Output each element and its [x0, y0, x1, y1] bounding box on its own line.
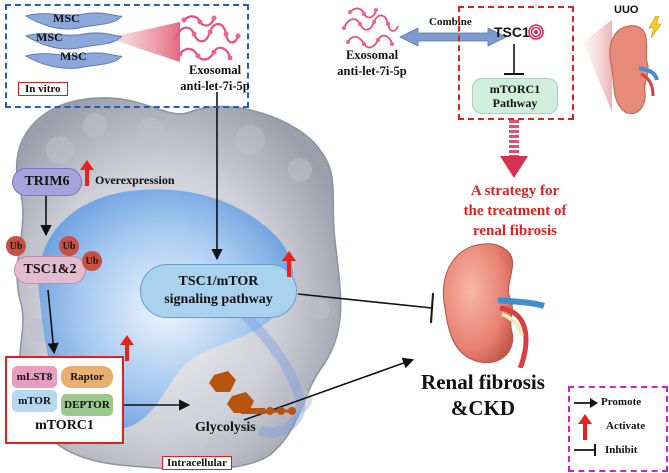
mtorc1-activate-arrow — [120, 335, 134, 361]
complex-mlst8: mLST8 — [12, 366, 57, 388]
kidney-icon — [442, 243, 545, 368]
tsc1-box — [458, 6, 574, 120]
complex-mtor: mTOR — [12, 390, 57, 412]
trim6-pill: TRIM6 — [12, 168, 82, 196]
uuo-label: UUO — [614, 4, 639, 16]
tsc12-pill: TSC1&2 — [14, 256, 86, 284]
msc-cells — [24, 12, 123, 69]
exosome-icon-right — [342, 7, 399, 49]
pathway-activate-arrow — [282, 251, 296, 277]
overexpression-label: Overexpression — [95, 173, 175, 187]
legend-promote: Promote — [601, 396, 642, 408]
invitro-exosome-label: Exosomal anti-let-7i-5p — [180, 63, 250, 93]
mtorc1-pathway-pill: mTORC1 Pathway — [472, 78, 558, 114]
tsc1-label: TSC1 — [494, 24, 530, 40]
msc-label-2: MSC — [36, 30, 63, 44]
strategy-text: A strategy for the treatment of renal fi… — [463, 183, 567, 239]
top-exosome-label: Exosomal anti-let-7i-5p — [337, 48, 407, 78]
strategy-arrow — [500, 120, 528, 178]
lightning-icon — [648, 16, 662, 38]
ub-badge-2: Ub — [59, 236, 79, 256]
legend-inhibit: Inhibit — [605, 444, 638, 456]
tsc1-mtor-pathway-pill: TSC1/mTOR signaling pathway — [140, 264, 297, 318]
legend-activate: Activate — [606, 420, 646, 432]
target-icon — [528, 24, 544, 40]
in-vitro-box — [5, 4, 249, 108]
intracellular-tag: Intracellular — [162, 456, 232, 470]
msc-label-3: MSC — [60, 49, 87, 63]
combine-label: Combine — [429, 16, 472, 28]
ub-badge-1: Ub — [6, 236, 26, 256]
glycolysis-label: Glycolysis — [195, 420, 256, 435]
activate-arrow-icon — [578, 414, 592, 440]
complex-raptor: Raptor — [61, 366, 113, 388]
uuo-kidney-icon — [609, 25, 659, 114]
in-vitro-tag: In vitro — [18, 82, 68, 96]
inhibit-icon — [574, 444, 596, 456]
outcome-label: Renal fibrosis &CKD — [421, 370, 545, 420]
mtorc1-title: mTORC1 — [35, 418, 94, 433]
ub-badge-3: Ub — [82, 251, 102, 271]
msc-label-1: MSC — [53, 11, 80, 25]
trim6-activate-arrow — [80, 160, 94, 186]
legend-box — [568, 386, 668, 472]
complex-deptor: DEPTOR — [61, 394, 113, 416]
glycolysis-molecule — [209, 371, 296, 415]
promote-arrow-icon — [574, 398, 598, 408]
exosome-icon — [173, 15, 241, 61]
